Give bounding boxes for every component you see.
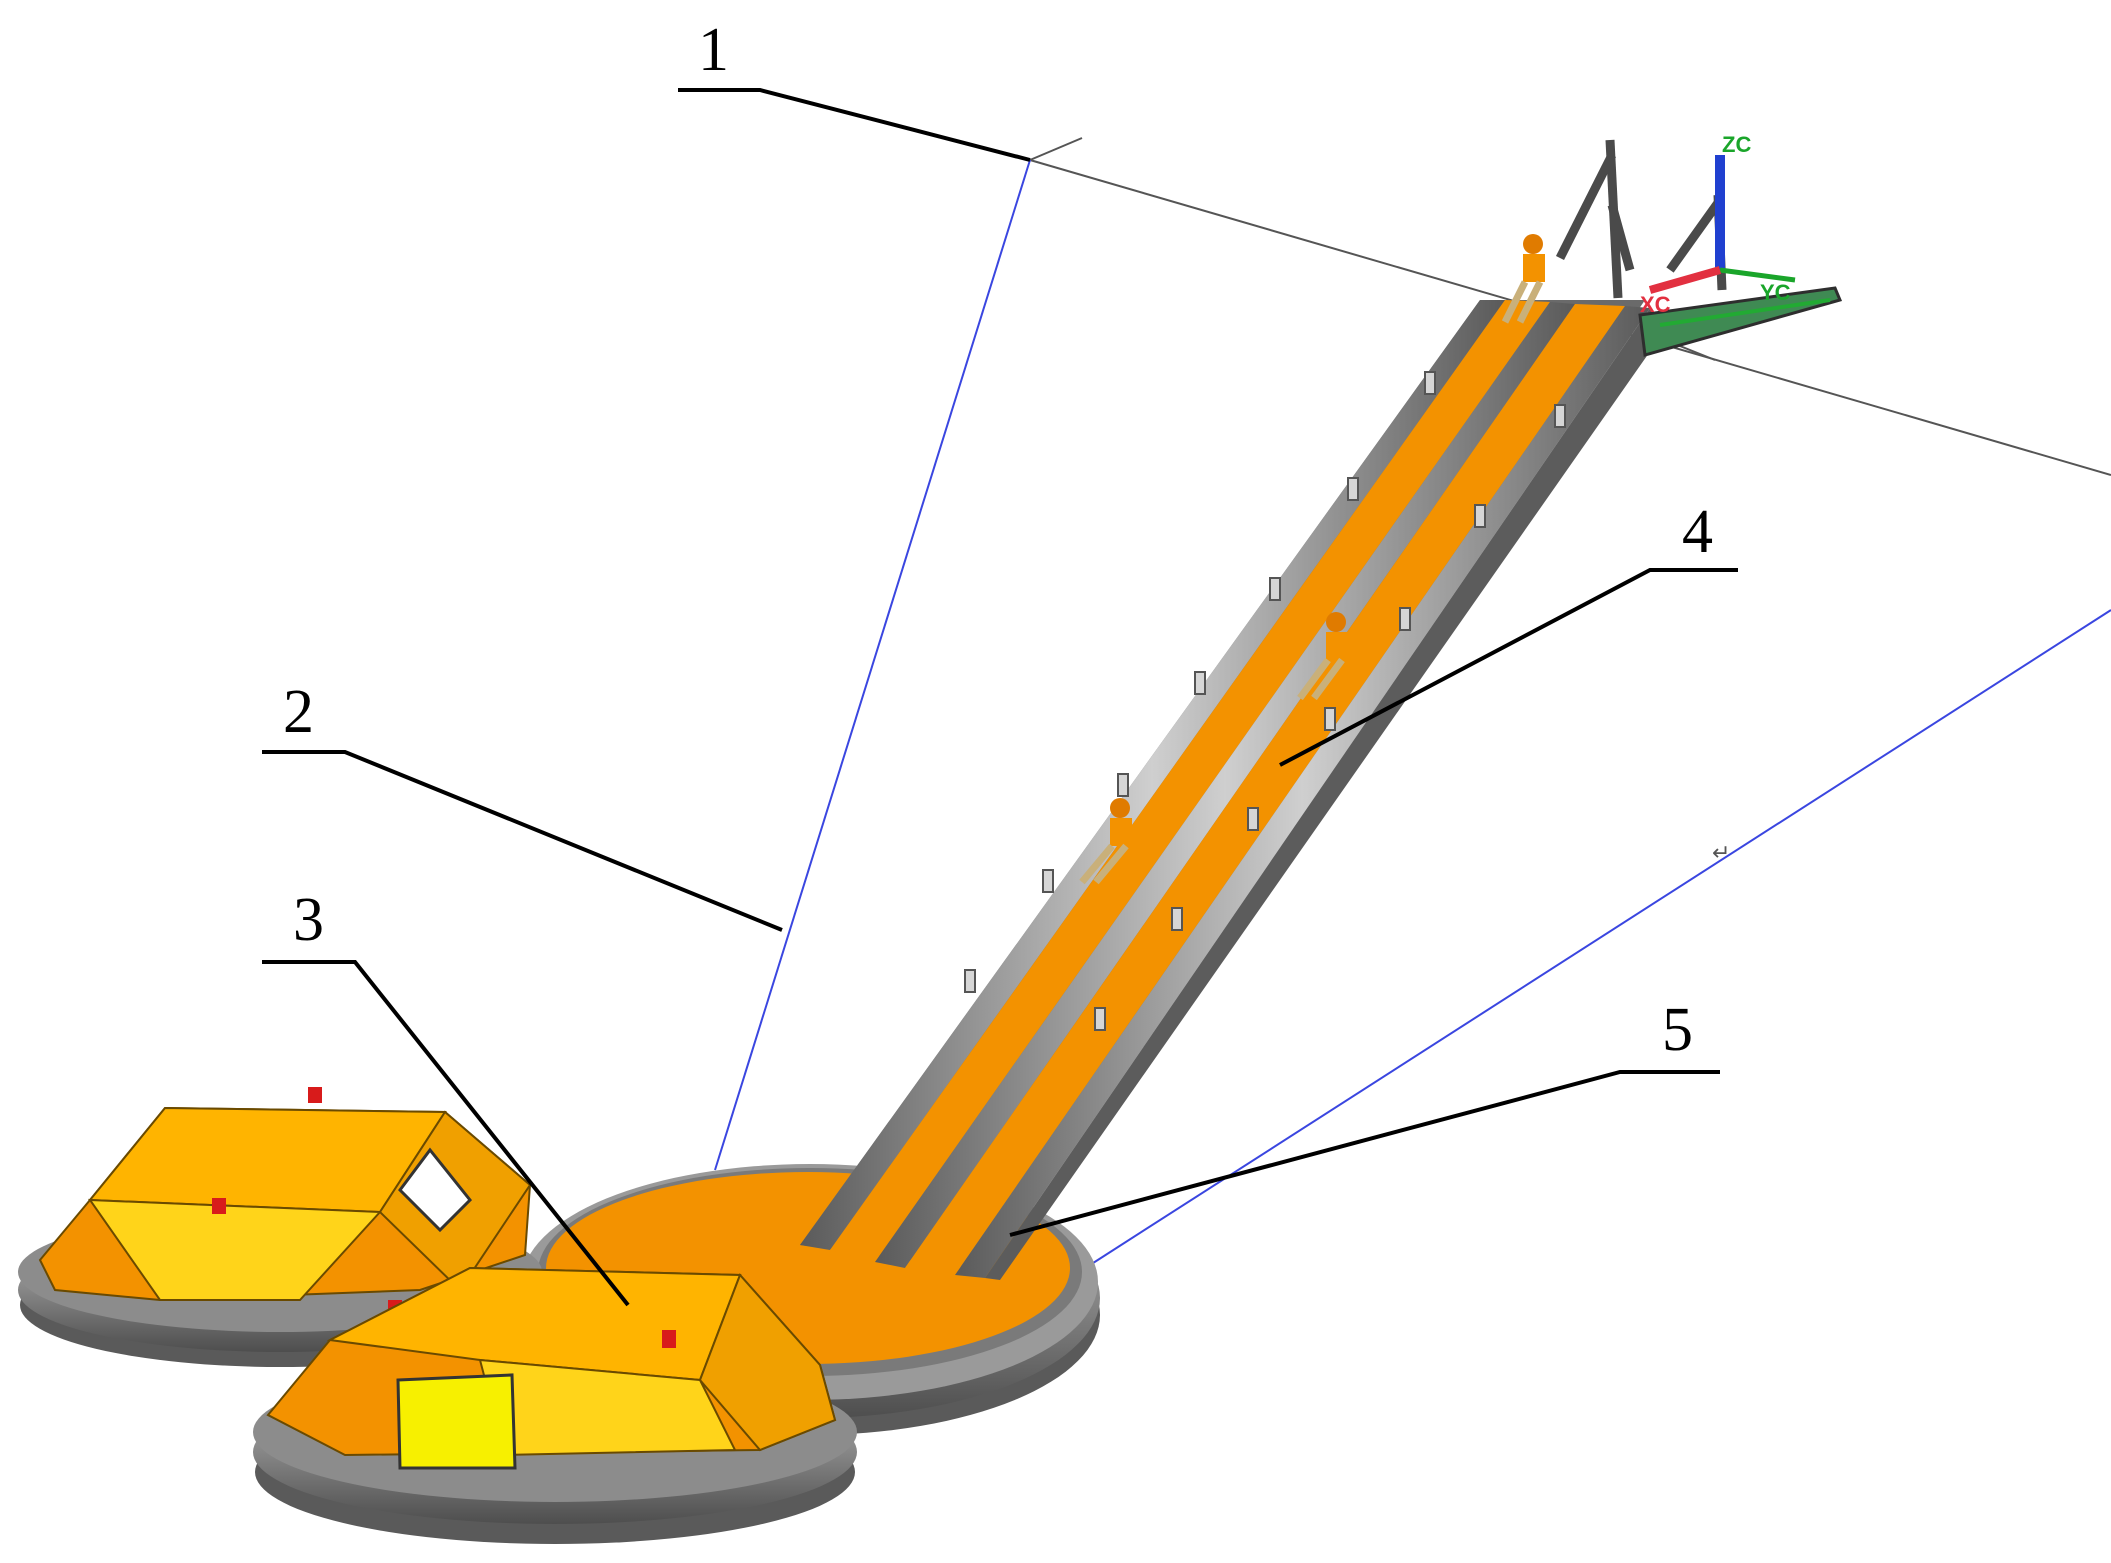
mooring-line-right bbox=[1089, 609, 2111, 1266]
valve-front-1 bbox=[662, 1330, 676, 1348]
mooring-line-left bbox=[714, 159, 1031, 1171]
leader-5 bbox=[1009, 1070, 1720, 1237]
leader-3 bbox=[262, 960, 630, 1307]
guide-line-top-stub bbox=[1029, 137, 1083, 161]
axis-label-x: XC bbox=[1640, 292, 1671, 317]
callout-4: 4 bbox=[1682, 498, 1713, 566]
person-middle bbox=[1297, 612, 1348, 701]
leader-1 bbox=[678, 88, 1031, 162]
slide-chute bbox=[800, 300, 1665, 1280]
coordinate-triad: ZC YC XC bbox=[1640, 132, 1796, 317]
callout-5: 5 bbox=[1662, 996, 1693, 1064]
leader-4 bbox=[1279, 568, 1738, 767]
callout-leaders bbox=[262, 88, 1738, 1307]
callout-labels: 1 2 3 4 5 bbox=[283, 16, 1713, 1064]
leader-2 bbox=[262, 750, 783, 932]
callout-1: 1 bbox=[698, 16, 729, 84]
chute-handles bbox=[964, 371, 1566, 1031]
valve-left-1 bbox=[308, 1087, 322, 1103]
line-marker: ↵ bbox=[1712, 840, 1730, 865]
axis-label-y: YC bbox=[1760, 280, 1791, 305]
raft-front bbox=[253, 1266, 857, 1544]
callout-3: 3 bbox=[293, 886, 324, 954]
callout-2: 2 bbox=[283, 678, 314, 746]
axis-label-z: ZC bbox=[1722, 132, 1751, 157]
valve-left-2 bbox=[212, 1198, 226, 1214]
person-top bbox=[1501, 234, 1545, 324]
person-lower bbox=[1079, 798, 1132, 885]
